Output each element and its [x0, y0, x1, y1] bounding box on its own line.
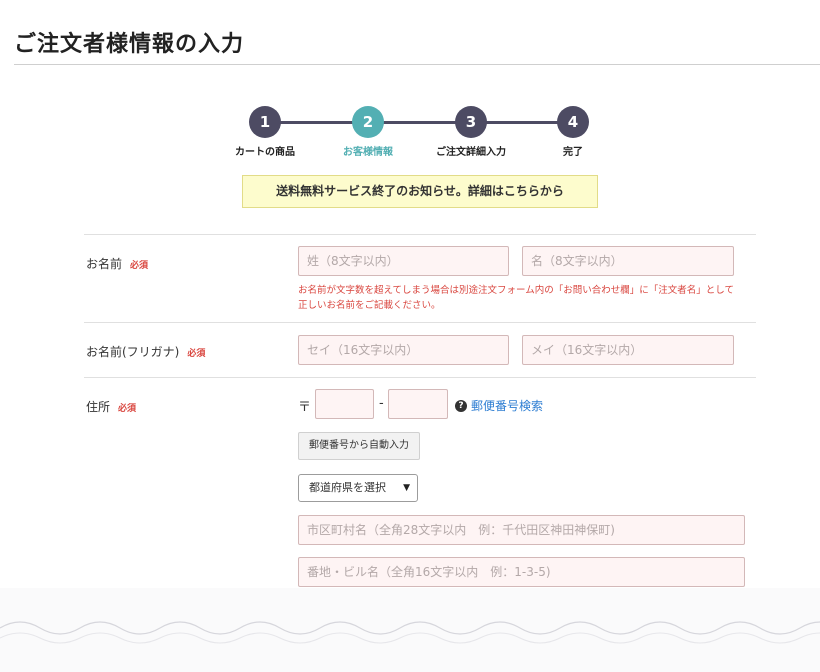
last-name-kana-input[interactable]	[298, 335, 509, 365]
step-label: 完了	[563, 147, 583, 158]
required-badge: 必須	[118, 404, 137, 414]
chevron-down-icon: ▼	[403, 483, 410, 493]
step-cart: 1 カートの商品	[220, 106, 310, 158]
prefecture-select-value: 都道府県を選択	[309, 481, 386, 494]
first-name-kana-input[interactable]	[522, 335, 734, 365]
last-name-input[interactable]	[298, 246, 509, 276]
step-customer-info: 2 お客様情報	[323, 106, 413, 158]
zip-autofill-button[interactable]: 郵便番号から自動入力	[298, 432, 420, 460]
required-badge: 必須	[187, 349, 206, 359]
street-input[interactable]	[298, 557, 745, 587]
name-length-warning: お名前が文字数を超えてしまう場合は別途注文フォーム内の「お問い合わせ欄」に「注文…	[298, 285, 734, 311]
address-label-row: 住所必須	[86, 398, 136, 415]
step-label: カートの商品	[235, 147, 295, 158]
step-label: ご注文詳細入力	[436, 147, 506, 158]
zip-search-link[interactable]: ? 郵便番号検索	[455, 397, 543, 414]
city-input[interactable]	[298, 515, 745, 545]
postal-code-first-input[interactable]	[315, 389, 374, 419]
title-divider	[14, 64, 820, 65]
required-badge: 必須	[130, 261, 149, 271]
form-divider	[84, 377, 756, 378]
step-order-details: 3 ご注文詳細入力	[426, 106, 516, 158]
postal-dash: -	[379, 396, 384, 411]
step-number: 4	[557, 106, 589, 138]
prefecture-select[interactable]: 都道府県を選択 ▼	[298, 474, 418, 502]
step-label: お客様情報	[343, 147, 393, 158]
shipping-notice-link[interactable]: 送料無料サービス終了のお知らせ。詳細はこちらから	[242, 175, 598, 208]
name-label-row: お名前必須	[86, 255, 148, 272]
page-title: ご注文者様情報の入力	[14, 32, 245, 57]
zip-search-label: 郵便番号検索	[471, 399, 544, 413]
name-label: お名前	[86, 257, 123, 271]
checkout-stepper: 1 カートの商品 2 お客様情報 3 ご注文詳細入力 4 完了	[228, 106, 608, 158]
kana-label-row: お名前(フリガナ) 必須	[86, 343, 205, 360]
postal-mark: 〒	[298, 400, 312, 415]
question-icon: ?	[455, 399, 467, 412]
wavy-divider	[0, 621, 820, 644]
postal-code-second-input[interactable]	[388, 389, 448, 419]
first-name-input[interactable]	[522, 246, 734, 276]
step-number: 3	[455, 106, 487, 138]
form-divider	[84, 322, 756, 323]
form-divider	[84, 234, 756, 235]
step-number: 2	[352, 106, 384, 138]
step-number: 1	[249, 106, 281, 138]
stepper-line	[267, 121, 577, 124]
step-complete: 4 完了	[528, 106, 618, 158]
kana-label: お名前(フリガナ)	[86, 345, 180, 359]
address-label: 住所	[86, 400, 111, 414]
